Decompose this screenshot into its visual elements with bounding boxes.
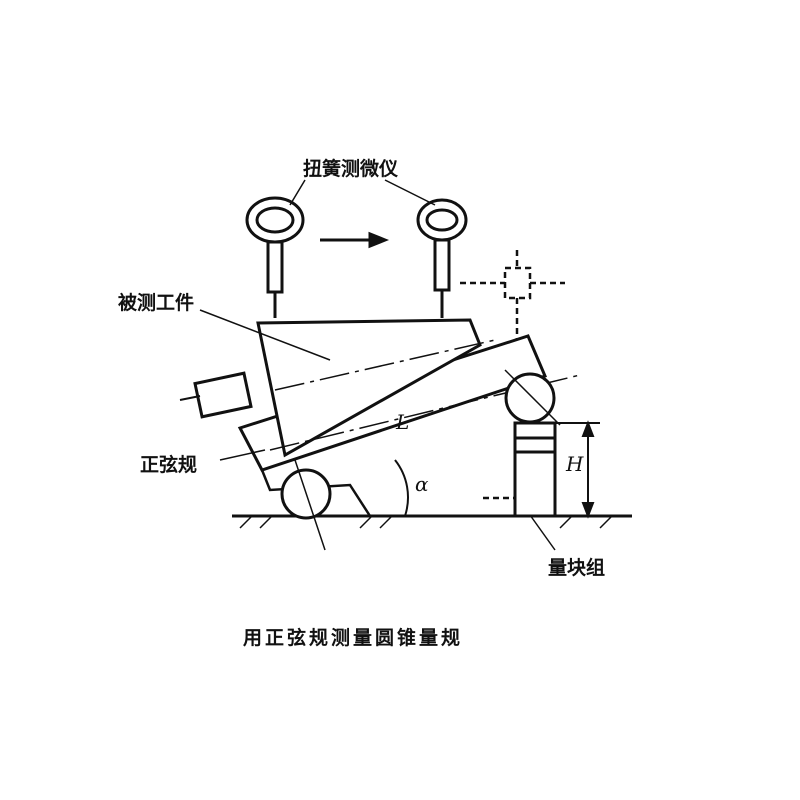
micrometer-left bbox=[245, 196, 305, 318]
micrometer-dashed bbox=[460, 250, 565, 500]
height-dimension bbox=[555, 420, 600, 519]
gauge-blocks-label: 量块组 bbox=[548, 557, 606, 579]
sine-bar-label: 正弦规 bbox=[140, 454, 198, 476]
height-symbol: H bbox=[566, 452, 584, 476]
workpiece-handle bbox=[193, 371, 253, 419]
length-symbol: L bbox=[396, 410, 410, 434]
ground-line bbox=[232, 514, 632, 529]
gauge-blocks bbox=[513, 421, 557, 518]
micrometer-label: 扭簧测微仪 bbox=[303, 158, 399, 180]
angle-symbol: α bbox=[415, 472, 429, 496]
right-roller bbox=[504, 372, 556, 424]
motion-arrow-icon bbox=[320, 231, 390, 249]
caption: 用正弦规测量圆锥量规 bbox=[243, 627, 464, 649]
workpiece-label: 被测工件 bbox=[118, 292, 195, 314]
micrometer-right bbox=[416, 198, 468, 318]
